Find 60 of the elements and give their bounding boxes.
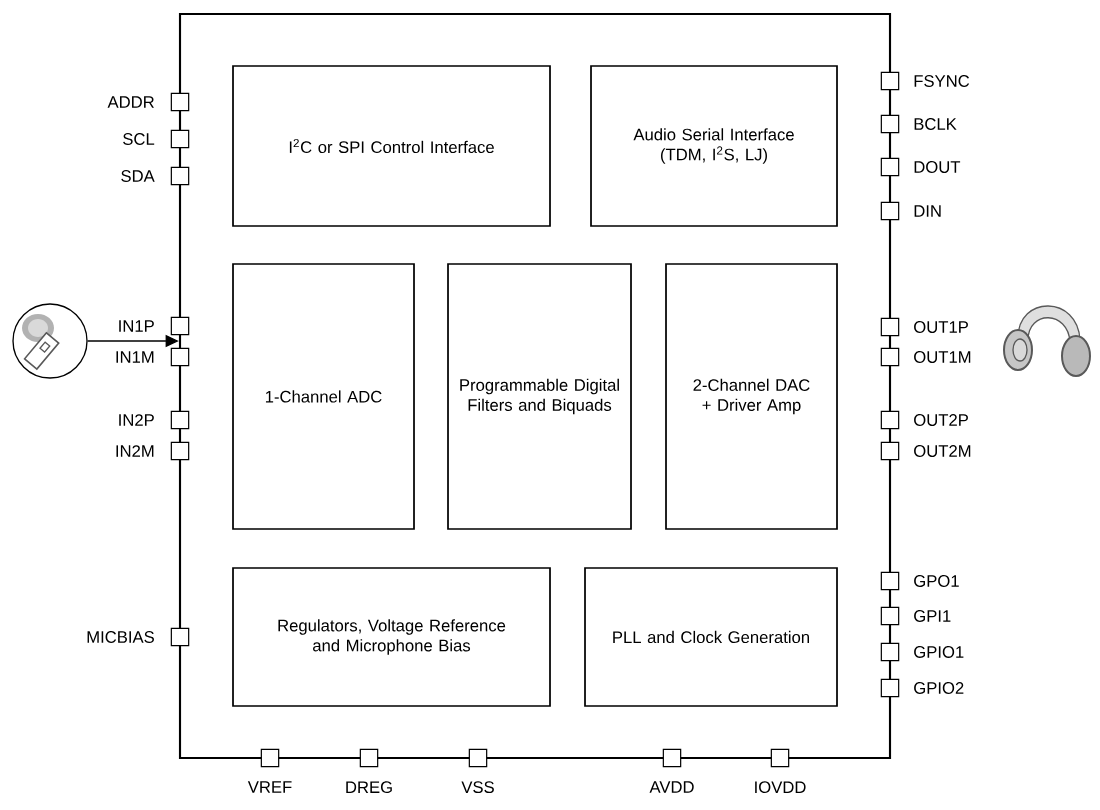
pin: DIN [880,201,941,221]
node-label: IN1P [119,320,154,332]
pin: IN1M [116,347,190,367]
node-label: IN2M [116,445,154,457]
function-block: PLL and Clock Generation [584,567,838,707]
function-block: 1-Channel ADC [232,263,415,530]
node-label: OUT2P [914,414,968,426]
pin: FSYNC [880,71,970,91]
node-label: BCLK [914,118,957,130]
pin: DOUT [880,157,961,177]
function-block: Regulators, Voltage Reference and Microphone Bias [232,567,551,707]
function-block: 2-Channel DAC + Driver Amp [665,263,838,530]
node-label: DOUT [914,161,961,173]
pin: GPIO1 [880,642,964,662]
node-label: VREF [247,781,292,793]
pin: VSS [461,748,494,794]
pin: GPIO2 [880,678,964,698]
pin: IN2P [119,410,190,430]
pin: DREG [346,748,392,794]
node-label: AVDD [649,781,694,793]
node-label: FSYNC [914,75,970,87]
node-label: SDA [121,170,155,182]
node-label: GPO1 [914,575,959,587]
pin: OUT1P [880,317,968,337]
pin: MICBIAS [87,627,190,647]
pin: GPO1 [880,571,959,591]
node-label: DIN [914,205,941,217]
node-label: OUT2M [914,445,971,457]
pin: IOVDD [755,748,806,794]
node-label: IOVDD [755,781,806,794]
node-label: VSS [461,781,494,794]
function-block: Audio Serial Interface (TDM, I$^{2}$S, LJ) [590,65,838,227]
pin: VREF [247,748,292,793]
pin: IN2M [116,441,190,461]
pin: AVDD [649,748,694,793]
node-label: GPI1 [914,610,951,622]
pin: ADDR [107,92,190,112]
pin: OUT2M [880,441,971,461]
node-label: DREG [346,781,392,794]
node-label: SCL [123,133,155,145]
pin: OUT1M [880,347,971,367]
function-block: I$^{2}$C or SPI Control Interface [232,65,551,227]
node-label: GPIO1 [914,646,964,658]
pin: SCL [123,129,190,149]
chip-outline [178,12,892,760]
pin: IN1P [119,316,190,336]
pin: OUT2P [880,410,968,430]
node-label: IN1M [116,351,154,363]
node-label: ADDR [107,96,154,108]
node-label: GPIO2 [914,682,964,694]
node-label: OUT1P [914,321,968,333]
pin: BCLK [880,114,957,134]
node-label: MICBIAS [87,631,154,643]
function-block: Programmable Digital Filters and Biquads [447,263,632,530]
node-label: IN2P [119,414,154,426]
pin: SDA [121,166,190,186]
node-label: OUT1M [914,351,971,363]
microphone-drawing [12,303,88,379]
headphones-drawing [1003,305,1091,377]
pin: GPI1 [880,606,951,626]
